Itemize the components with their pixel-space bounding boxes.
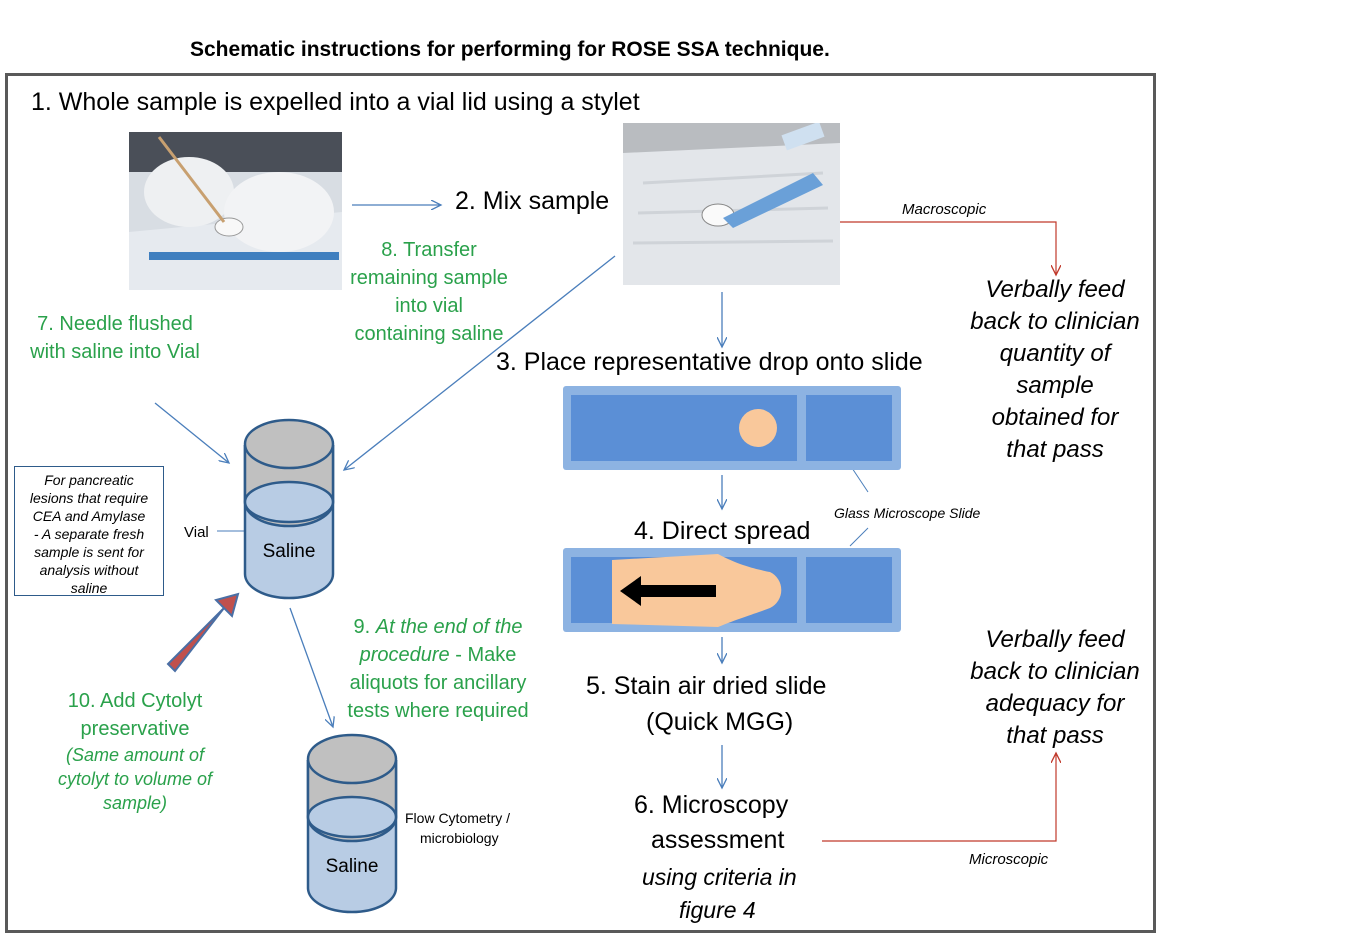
arrow-needle-to-vial bbox=[154, 402, 229, 463]
slide-pointer-line-2 bbox=[849, 527, 869, 547]
page-title: Schematic instructions for performing fo… bbox=[190, 38, 830, 61]
note-line6: analysis without bbox=[39, 562, 139, 578]
feedback-quantity-line1: Verbally feed bbox=[985, 276, 1125, 303]
flow-label-line2: microbiology bbox=[420, 830, 499, 846]
step-8-line1: 8. Transfer bbox=[381, 239, 477, 261]
vial-saline-2 bbox=[306, 733, 398, 914]
step-1-text: 1. Whole sample is expelled into a vial … bbox=[31, 88, 640, 116]
step-9-line3: aliquots for ancillary bbox=[349, 672, 527, 694]
feedback-adequacy-line2: back to clinician bbox=[970, 658, 1140, 685]
vial-label: Vial bbox=[184, 524, 209, 541]
step-3-text: 3. Place representative drop onto slide bbox=[496, 348, 923, 376]
vial-2-saline-text: Saline bbox=[326, 856, 379, 877]
arrow-vial-to-aliquot bbox=[289, 607, 333, 727]
step-5-text: 5. Stain air dried slide bbox=[586, 672, 827, 700]
sample-drop bbox=[739, 409, 777, 447]
feedback-adequacy-line4: that pass bbox=[1006, 722, 1104, 749]
microscopic-label: Microscopic bbox=[969, 851, 1049, 868]
glass-slide-spread bbox=[563, 548, 901, 632]
macroscopic-label: Macroscopic bbox=[902, 201, 987, 218]
cytolyt-add-arrow bbox=[166, 592, 240, 673]
step-6-text-line4: figure 4 bbox=[679, 897, 756, 923]
note-line3: CEA and Amylase bbox=[32, 508, 146, 524]
step-9-line4: tests where required bbox=[347, 700, 529, 722]
microscopic-arrow bbox=[822, 753, 1056, 842]
feedback-quantity-line4: sample bbox=[1016, 372, 1094, 399]
feedback-adequacy-line1: Verbally feed bbox=[985, 626, 1125, 653]
step-6-text-line3: using criteria in bbox=[642, 864, 797, 890]
step-9-rest: - Make bbox=[449, 644, 517, 666]
step-6-text-line2: assessment bbox=[651, 826, 785, 854]
note-line1: For pancreatic bbox=[44, 472, 134, 488]
step-10-line5: sample) bbox=[102, 793, 168, 813]
note-line5: sample is sent for bbox=[34, 544, 144, 560]
glass-slide-label: Glass Microscope Slide bbox=[834, 505, 981, 521]
flow-label-line1: Flow Cytometry / bbox=[405, 810, 511, 826]
step-10-line1: 10. Add Cytolyt bbox=[67, 690, 203, 712]
step-10-line2: preservative bbox=[80, 718, 190, 740]
step-8-line4: containing saline bbox=[354, 323, 504, 345]
vial-1-saline-text: Saline bbox=[263, 541, 316, 562]
step-2-text: 2. Mix sample bbox=[455, 187, 610, 215]
note-line4: - A separate fresh bbox=[33, 526, 145, 542]
step-4-text: 4. Direct spread bbox=[634, 517, 811, 545]
step-9-italic-2: procedure bbox=[359, 644, 450, 666]
diagram-frame bbox=[5, 73, 1156, 933]
step-9-line2: procedure - Make bbox=[334, 641, 542, 669]
pancreatic-note: For pancreatic lesions that require CEA … bbox=[14, 466, 164, 596]
step-7-text: 7. Needle flushed with saline into Vial bbox=[20, 310, 210, 366]
step-9-italic-1: At the end of the bbox=[375, 616, 523, 638]
glass-slide-drop bbox=[563, 386, 901, 470]
step-5-subtext: (Quick MGG) bbox=[646, 708, 794, 736]
macroscopic-arrow bbox=[840, 221, 1056, 275]
feedback-quantity: Verbally feed back to clinician quantity… bbox=[960, 274, 1150, 466]
step-7-line2: with saline into Vial bbox=[30, 341, 200, 363]
step-9-num: 9. bbox=[353, 616, 376, 638]
photo-mix-sample bbox=[623, 123, 840, 285]
step-7-line1: 7. Needle flushed bbox=[37, 313, 193, 335]
spread-direction-arrow bbox=[620, 576, 716, 606]
photo-expel-sample bbox=[129, 132, 342, 290]
note-line2: lesions that require bbox=[29, 490, 149, 506]
step-8-line3: into vial bbox=[395, 295, 463, 317]
vial-saline-1 bbox=[243, 418, 335, 600]
arrow-transfer-to-vial bbox=[344, 255, 616, 470]
step-10-line4: cytolyt to volume of bbox=[57, 769, 213, 789]
step-10-text: 10. Add Cytolyt preservative (Same amoun… bbox=[40, 687, 230, 815]
step-6-text: 6. Microscopy bbox=[634, 791, 789, 819]
feedback-adequacy: Verbally feed back to clinician adequacy… bbox=[960, 624, 1150, 752]
step-8-line2: remaining sample bbox=[350, 267, 508, 289]
step-8-text: 8. Transfer remaining sample into vial c… bbox=[338, 236, 520, 348]
feedback-adequacy-line3: adequacy for bbox=[985, 690, 1125, 717]
feedback-quantity-line3: quantity of bbox=[999, 340, 1111, 367]
step-9-text: 9. At the end of the procedure - Make al… bbox=[334, 613, 542, 725]
feedback-quantity-line2: back to clinician bbox=[970, 308, 1140, 335]
step-10-line3: (Same amount of bbox=[65, 745, 205, 765]
step-9-line1: 9. At the end of the bbox=[334, 613, 542, 641]
feedback-quantity-line5: obtained for bbox=[991, 404, 1119, 431]
note-line7: saline bbox=[70, 580, 108, 596]
feedback-quantity-line6: that pass bbox=[1006, 436, 1104, 463]
